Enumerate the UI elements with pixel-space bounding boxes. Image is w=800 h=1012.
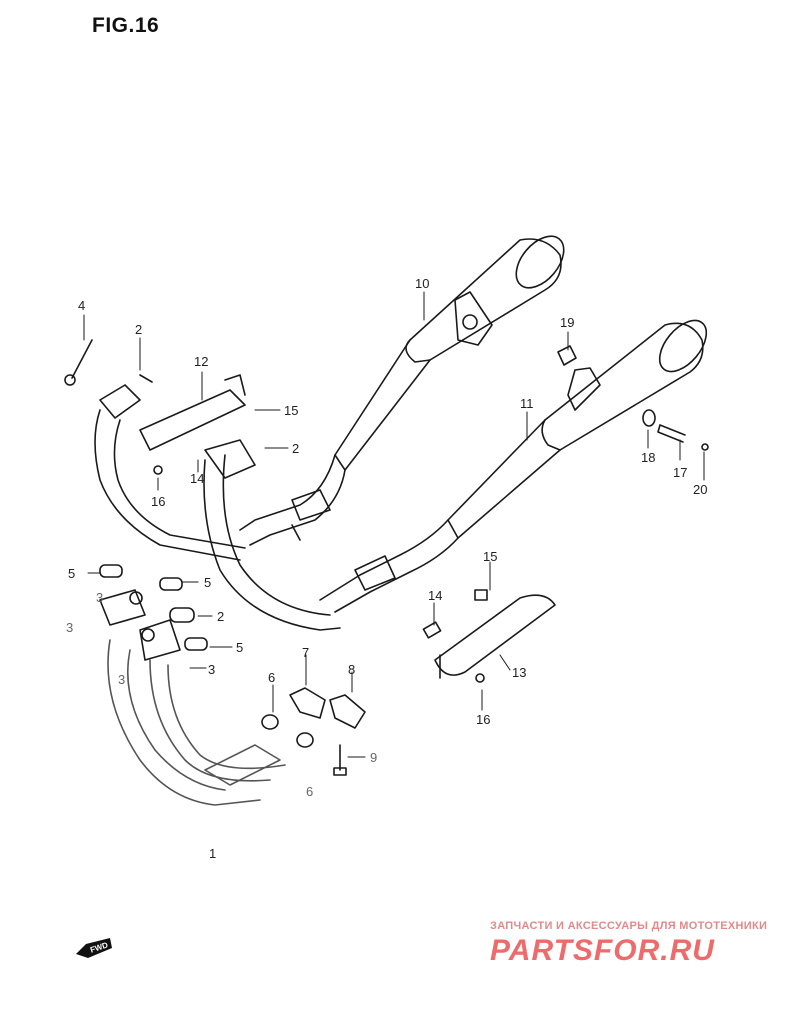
muffler-11 bbox=[319, 319, 708, 613]
callout-11: 11 bbox=[520, 396, 534, 411]
callout-15: 15 bbox=[483, 549, 498, 564]
callout-3: 3 bbox=[96, 590, 104, 605]
callout-13: 13 bbox=[512, 665, 527, 680]
heat-shield-13 bbox=[422, 589, 556, 679]
callout-15: 15 bbox=[284, 403, 299, 418]
callout-19: 19 bbox=[560, 315, 575, 330]
bracket-parts bbox=[261, 687, 366, 776]
callout-20: 20 bbox=[693, 482, 708, 497]
callout-2: 2 bbox=[292, 441, 300, 456]
callout-9: 9 bbox=[370, 750, 378, 765]
callout-16: 16 bbox=[476, 712, 491, 727]
callout-2: 2 bbox=[135, 322, 143, 337]
callout-5: 5 bbox=[68, 566, 76, 581]
callout-14: 14 bbox=[190, 471, 205, 486]
hardware-right bbox=[557, 345, 709, 451]
fwd-arrow-icon: FWD bbox=[76, 938, 112, 958]
callout-18: 18 bbox=[641, 450, 656, 465]
callout-1: 1 bbox=[209, 846, 217, 861]
callout-7: 7 bbox=[302, 645, 310, 660]
leader-lines bbox=[83, 291, 705, 758]
callout-5: 5 bbox=[236, 640, 244, 655]
callout-6: 6 bbox=[268, 670, 276, 685]
callout-6: 6 bbox=[306, 784, 314, 799]
callout-3: 3 bbox=[208, 662, 216, 677]
callout-14: 14 bbox=[428, 588, 443, 603]
callout-3: 3 bbox=[66, 620, 74, 635]
watermark-logo: PARTSFOR.RU bbox=[490, 934, 715, 967]
callout-16: 16 bbox=[151, 494, 166, 509]
callout-5: 5 bbox=[204, 575, 212, 590]
callout-4: 4 bbox=[78, 298, 86, 313]
clamps-left bbox=[99, 564, 208, 661]
muffler-10 bbox=[239, 235, 565, 546]
watermark-tagline: ЗАПЧАСТИ И АКСЕССУАРЫ ДЛЯ МОТОТЕХНИКИ bbox=[490, 920, 768, 932]
callout-3: 3 bbox=[118, 672, 126, 687]
exhaust-pipe-upper bbox=[94, 374, 341, 631]
callout-10: 10 bbox=[415, 276, 430, 291]
figure-title: FIG.16 bbox=[92, 14, 160, 37]
callout-17: 17 bbox=[673, 465, 688, 480]
exhaust-pipe-lower bbox=[107, 639, 286, 806]
callout-2: 2 bbox=[217, 609, 225, 624]
callout-12: 12 bbox=[194, 354, 209, 369]
bolts bbox=[64, 339, 485, 683]
callout-8: 8 bbox=[348, 662, 356, 677]
